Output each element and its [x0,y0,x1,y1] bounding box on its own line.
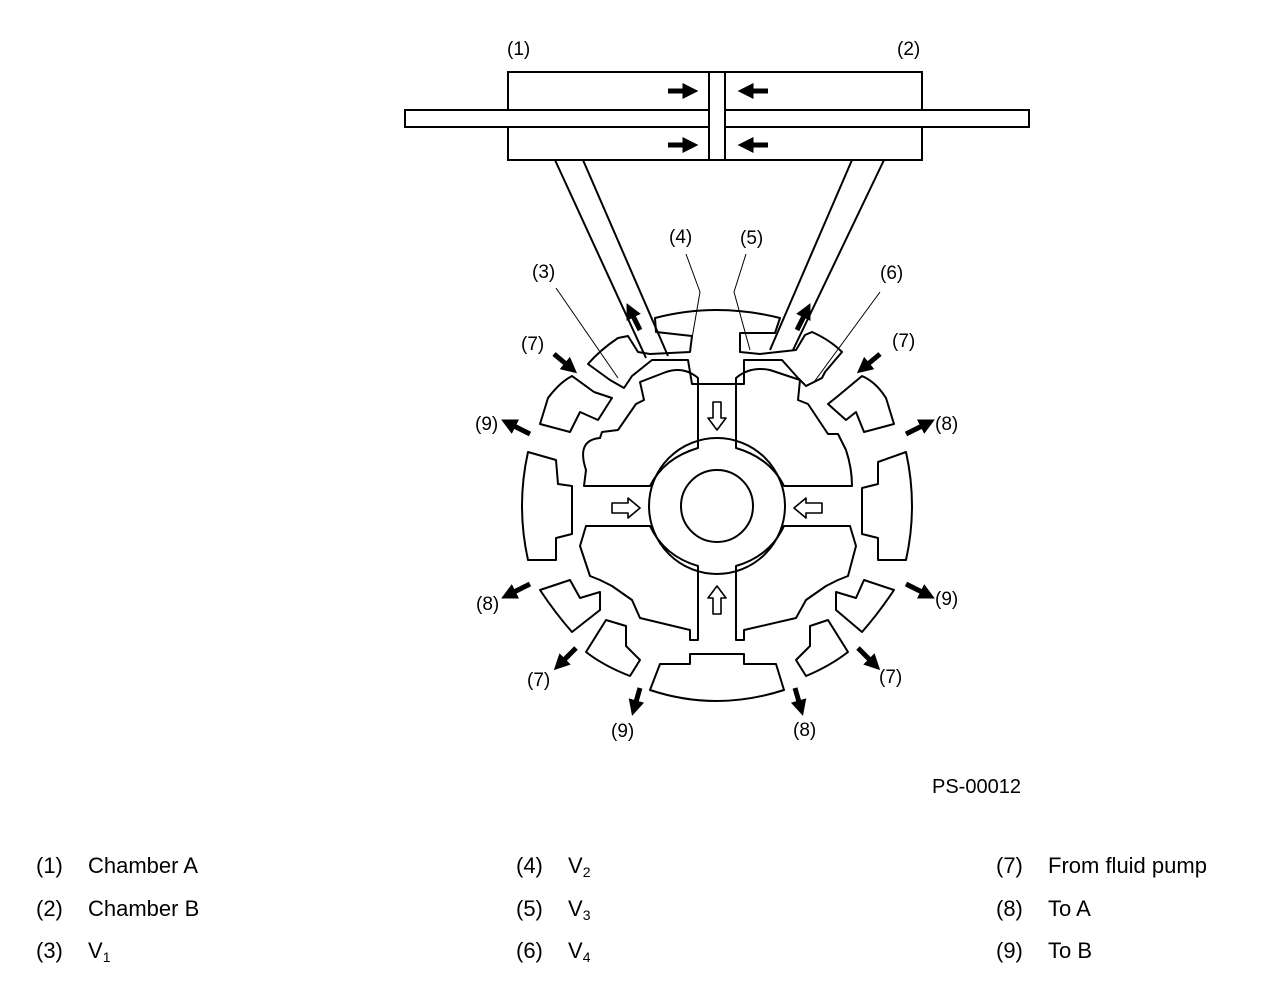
callout-9-bottom: (9) [611,721,634,742]
arrow-to-b-upper-left [501,419,532,437]
leader-v2 [685,253,701,351]
leader-v4 [813,291,881,383]
arrow-from-pump-upper-right [856,352,882,374]
legend-label: V1 [88,938,111,965]
callout-1: (1) [507,39,530,60]
callout-2: (2) [897,39,920,60]
arrow-to-a-bottom [790,687,807,716]
rotor-outline-lower-right [735,525,857,641]
callout-8-upper-right: (8) [935,414,958,435]
rotor-arrow-down [707,401,727,431]
legend-number: (3) [36,938,63,963]
piston [708,71,726,161]
callout-6: (6) [880,263,903,284]
sleeve-segment-right [861,451,913,561]
passage-chamber-a-outer [554,159,647,359]
sleeve-segment-lower-right [835,579,895,633]
arrow-to-chamber-b [794,303,811,332]
sleeve-segment-upper-right [827,375,895,433]
callout-7-upper-right: (7) [892,331,915,352]
sleeve-segment-left [521,451,573,561]
sleeve-segment-upper-left [539,375,613,433]
callout-7-lower-left: (7) [527,670,550,691]
sleeve-segment-top [587,309,843,389]
power-cylinder [404,71,1030,161]
passage-chamber-b-inner [769,159,853,351]
rotor-outline-right [735,368,853,487]
valve-rotor [579,368,857,641]
rotor-flow-arrows [611,401,823,615]
legend-label: From fluid pump [1048,853,1207,878]
legend-label: Chamber A [88,853,199,878]
legend-number: (5) [516,895,543,921]
callout-9-lower-right: (9) [935,589,958,610]
legend-label: To B [1048,938,1093,963]
arrow-from-pump-upper-left [552,352,578,374]
arrow-to-b-bottom [628,687,645,716]
sleeve-segment-bottom [649,653,785,702]
rotor-outline [582,369,699,487]
callout-5: (5) [740,228,763,249]
rotor-outline-lower-left [579,525,699,641]
chamber-flow-arrows [668,82,768,154]
rotor-arrow-left [793,497,823,519]
rotor-center-ring [648,437,786,575]
port-flow-arrows [501,303,935,716]
arrow-from-pump-lower-right [856,646,881,671]
legend-number: (1) [36,853,63,878]
passage-chamber-b-outer [792,159,885,351]
legend-label: Chamber B [88,895,200,921]
callout-4: (4) [669,227,692,248]
leader-v3 [733,253,751,351]
passage-chamber-a-inner [582,159,669,357]
legend-number: (7) [996,853,1023,878]
callout-3: (3) [532,262,555,283]
sleeve-segment-bottom-right [795,619,849,677]
legend-number: (4) [516,853,543,878]
callout-labels: (1) (2) (4) (5) (3) (6) (7) (7) (9) (8) … [475,39,958,742]
legend-label: V3 [568,895,591,923]
valve-sleeve [521,309,913,702]
legend-number: (6) [516,938,543,963]
legend-number: (8) [996,895,1023,921]
arrow-to-b-lower-right [904,581,935,599]
callout-7-upper-left: (7) [521,334,544,355]
arrow-from-pump-lower-left [553,646,578,671]
arrow-to-a-upper-right [904,419,935,437]
legend-number: (2) [36,895,63,921]
arrow-to-chamber-a [626,303,643,332]
callout-9-upper-left: (9) [475,414,498,435]
arrow-to-a-lower-left [501,581,532,599]
leader-v1 [555,287,619,379]
callout-8-bottom: (8) [793,720,816,741]
sleeve-segment-bottom-left [585,619,641,677]
legend-label: To A [1048,895,1091,921]
sleeve-segment-lower-left [539,579,601,633]
diagram-code: PS-00012 [932,776,1021,798]
callout-8-lower-left: (8) [476,594,499,615]
legend-label: V2 [568,853,591,880]
rotor-arrow-right [611,497,641,519]
callout-7-lower-right: (7) [879,667,902,688]
leader-lines [555,253,881,383]
rotor-center-hole [680,469,754,543]
legend-number: (9) [996,938,1023,963]
legend-label: V4 [568,938,591,965]
fluid-passages [554,159,885,359]
rotor-arrow-up [707,585,727,615]
